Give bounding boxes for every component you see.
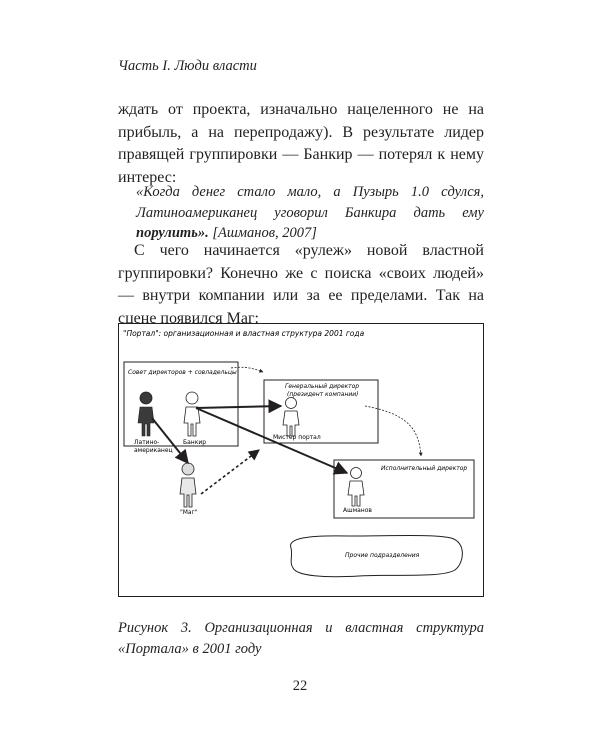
exec-box <box>333 459 475 519</box>
person-banker-label: Банкир <box>183 439 206 446</box>
figure-caption: Рисунок 3. Организационная и властная ст… <box>118 620 484 657</box>
running-head: Часть I. Люди власти <box>118 58 257 74</box>
org-diagram: "Портал": организационная и властная стр… <box>123 329 475 578</box>
person-latino-label-1: Латино- <box>134 439 159 446</box>
quote-text: «Когда денег стало мало, а Пузырь 1.0 сд… <box>136 184 484 221</box>
ceo-to-exec-connector <box>364 405 423 457</box>
exec-box-label: Исполнительный директор <box>381 465 467 472</box>
person-ashmanov-icon <box>347 467 365 507</box>
person-portal-icon <box>282 397 300 437</box>
other-units-blob <box>290 535 463 578</box>
person-ashmanov-label: Ашманов <box>343 507 372 514</box>
quote-closing: ». <box>197 225 209 241</box>
ceo-box-label-2: (президент компании) <box>287 391 359 398</box>
paragraph-2: С чего начинается «рулеж» новой властной… <box>118 242 484 327</box>
person-mag-label: "Маг" <box>180 509 198 516</box>
latino-to-mag-arrow <box>151 417 189 465</box>
person-banker-icon <box>183 391 201 437</box>
banker-to-portal-arrow <box>195 399 283 414</box>
quote-block: «Когда денег стало мало, а Пузырь 1.0 сд… <box>136 182 484 244</box>
board-box-label: Совет директоров + совладельцы <box>128 369 237 376</box>
person-latino-label-2: американец <box>134 447 173 454</box>
person-portal-label: Мистер портал <box>273 434 321 441</box>
mag-to-ceo-dashed-arrow <box>200 449 260 495</box>
board-box <box>123 361 239 447</box>
figure-title: "Портал": организационная и властная стр… <box>123 329 365 338</box>
org-structure-figure: "Портал": организационная и властная стр… <box>118 323 484 597</box>
person-latino-icon <box>137 391 155 437</box>
quote-emphasis: порулить <box>136 225 198 241</box>
person-mag-icon <box>179 462 197 508</box>
banker-to-ashmanov-arrow <box>195 407 349 475</box>
quote-citation: [Ашманов, 2007] <box>208 225 317 241</box>
paragraph-1: ждать от проекта, изначально нацеленного… <box>118 101 484 186</box>
other-units-label: Прочие подразделения <box>345 552 420 559</box>
ceo-box-label-1: Генеральный директор <box>285 383 359 390</box>
ceo-box <box>263 379 379 444</box>
page-number: 22 <box>292 678 308 694</box>
